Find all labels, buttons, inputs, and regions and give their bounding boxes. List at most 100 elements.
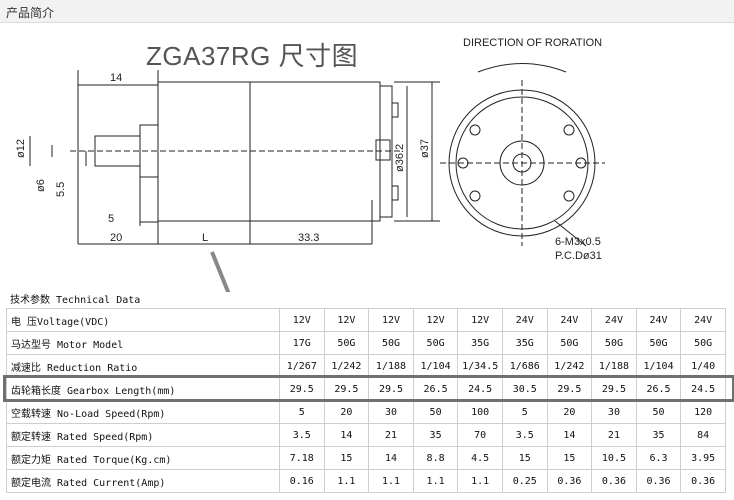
cell: 0.36 (546, 469, 593, 493)
cell: 14 (323, 423, 370, 447)
motor-dimension-drawing: 14 ø12 ø6 5.5 5 20 L 33.3 ø36.2 ø37 6-M3… (15, 63, 605, 292)
cell: 0.16 (279, 469, 325, 493)
section-title: 产品简介 (6, 6, 55, 20)
cell: 35 (635, 423, 682, 447)
cell: 50G (368, 331, 414, 355)
cell: 21 (368, 423, 414, 447)
cell: 4.5 (457, 446, 503, 470)
table-row: 齿轮箱长度 Gearbox Length(mm) 29.5 29.5 29.5 … (6, 377, 726, 401)
table-row: 额定电流 Rated Current(Amp) 0.16 1.1 1.1 1.1… (6, 469, 726, 493)
cell: 17G (279, 331, 325, 355)
dim-d36-2: ø36.2 (394, 144, 406, 172)
cell: 1/242 (323, 354, 370, 378)
cell: 1/104 (412, 354, 459, 378)
cell: 30 (368, 400, 414, 424)
row-label: 减速比 Reduction Ratio (6, 354, 280, 378)
row-label: 额定电流 Rated Current(Amp) (6, 469, 280, 493)
row-label: 额定力矩 Rated Torque(Kg.cm) (6, 446, 280, 470)
cell: 50G (591, 331, 637, 355)
terminal-top (391, 102, 399, 118)
cell: 1/34.5 (457, 354, 503, 378)
cell: 12V (323, 308, 370, 332)
dim-d6: ø6 (35, 179, 47, 192)
cell: 24V (546, 308, 593, 332)
cell: 1/104 (635, 354, 682, 378)
cell: 24.5 (457, 377, 503, 401)
cell: 15 (323, 446, 370, 470)
row-label: 马达型号 Motor Model (6, 331, 280, 355)
table-row: 减速比 Reduction Ratio 1/267 1/242 1/188 1/… (6, 354, 726, 378)
cell: 30 (591, 400, 637, 424)
cell: 50G (635, 331, 682, 355)
cell: 1/40 (680, 354, 726, 378)
cell: 84 (680, 423, 726, 447)
cell: 50G (412, 331, 459, 355)
cell: 21 (591, 423, 637, 447)
cell: 1.1 (368, 469, 414, 493)
cell: 29.5 (546, 377, 593, 401)
cell: 12V (368, 308, 414, 332)
table-row: 电 压Voltage(VDC) 12V 12V 12V 12V 12V 24V … (6, 308, 726, 332)
cell: 29.5 (591, 377, 637, 401)
dim-20: 20 (110, 232, 122, 244)
cell: 0.25 (501, 469, 548, 493)
cell: 24V (680, 308, 726, 332)
cell: 35G (457, 331, 503, 355)
cell: 12V (457, 308, 503, 332)
cell: 20 (546, 400, 593, 424)
cell: 3.95 (680, 446, 726, 470)
cell: 0.36 (635, 469, 682, 493)
row-label: 齿轮箱长度 Gearbox Length(mm) (6, 377, 280, 401)
cell: 26.5 (412, 377, 459, 401)
cell: 3.5 (279, 423, 325, 447)
cell: 0.36 (591, 469, 637, 493)
cell: 120 (680, 400, 726, 424)
cell: 15 (546, 446, 593, 470)
dim-5: 5 (108, 213, 114, 225)
cell: 26.5 (635, 377, 682, 401)
cell: 12V (279, 308, 325, 332)
cell: 15 (501, 446, 548, 470)
dim-14: 14 (110, 72, 122, 84)
cell: 35G (501, 331, 548, 355)
cell: 29.5 (368, 377, 414, 401)
cell: 5 (279, 400, 325, 424)
cell: 50 (635, 400, 682, 424)
dim-screw: 6-M3x0.5 (555, 236, 601, 248)
dim-33-3: 33.3 (298, 232, 319, 244)
cell: 30.5 (501, 377, 548, 401)
row-label: 额定转速 Rated Speed(Rpm) (6, 423, 280, 447)
dim-L: L (202, 232, 208, 244)
cell: 1.1 (457, 469, 503, 493)
cell: 24V (501, 308, 548, 332)
table-row: 额定力矩 Rated Torque(Kg.cm) 7.18 15 14 8.8 … (6, 446, 726, 470)
dim-d37: ø37 (419, 139, 431, 158)
cell: 3.5 (501, 423, 548, 447)
cell: 1.1 (323, 469, 370, 493)
cell: 29.5 (323, 377, 370, 401)
cell: 1.1 (412, 469, 459, 493)
cell: 1/686 (501, 354, 548, 378)
technical-data-label: 技术参数 Technical Data (10, 295, 141, 306)
cell: 1/267 (279, 354, 325, 378)
cell: 8.8 (412, 446, 459, 470)
cell: 35 (412, 423, 459, 447)
cell: 10.5 (591, 446, 637, 470)
table-row: 马达型号 Motor Model 17G 50G 50G 50G 35G 35G… (6, 331, 726, 355)
cell: 70 (457, 423, 503, 447)
cell: 14 (546, 423, 593, 447)
cell: 24.5 (680, 377, 726, 401)
cell: 12V (412, 308, 459, 332)
spec-table: 电 压Voltage(VDC) 12V 12V 12V 12V 12V 24V … (6, 308, 726, 493)
terminal-mid (375, 139, 391, 161)
table-row: 空载转速 No-Load Speed(Rpm) 5 20 30 50 100 5… (6, 400, 726, 424)
row-label: 空载转速 No-Load Speed(Rpm) (6, 400, 280, 424)
cell: 50 (412, 400, 459, 424)
dim-d12: ø12 (15, 139, 27, 158)
cell: 50G (546, 331, 593, 355)
cell: 100 (457, 400, 503, 424)
cell: 14 (368, 446, 414, 470)
section-header: 产品简介 (0, 0, 734, 23)
cell: 5 (501, 400, 548, 424)
cell: 1/242 (546, 354, 593, 378)
